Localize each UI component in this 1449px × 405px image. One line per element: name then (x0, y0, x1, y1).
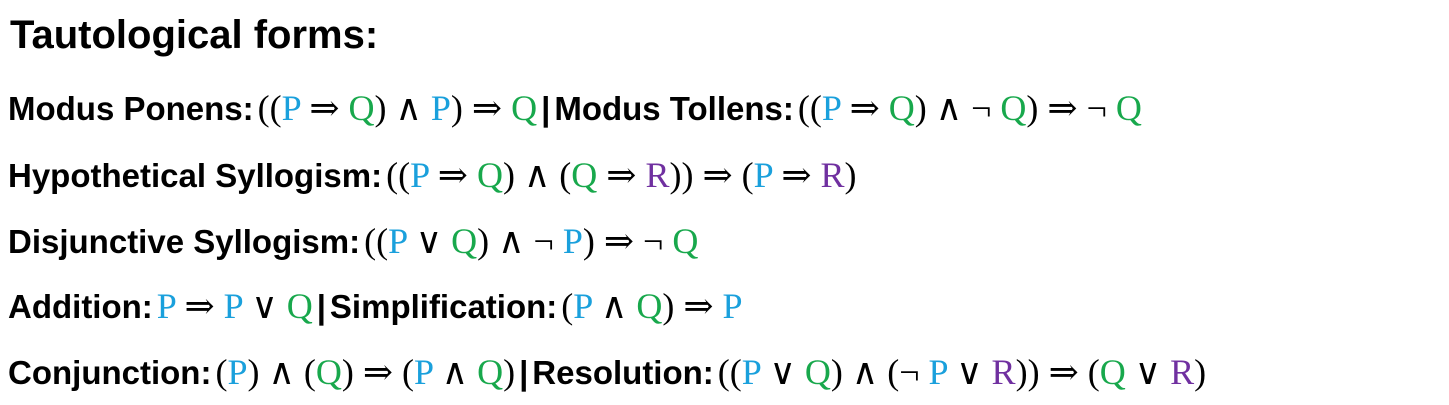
formula-conjunction: (P) ∧ (Q) ⇒ (P ∧ Q) (215, 352, 516, 392)
line-conjunction: Conjunction: (P) ∧ (Q) ⇒ (P ∧ Q) | Resol… (8, 347, 1206, 405)
variable-r: R (991, 352, 1016, 392)
variable-q: Q (571, 155, 598, 195)
variable-q: Q (804, 352, 831, 392)
separator: | (541, 90, 551, 127)
label-simplification: Simplification: (329, 288, 558, 325)
label-modus-tollens: Modus Tollens: (554, 90, 794, 127)
variable-p: P (223, 286, 243, 326)
variable-q: Q (672, 221, 699, 261)
variable-q: Q (1000, 88, 1027, 128)
variable-q: Q (1115, 88, 1142, 128)
line-hypothetical: Hypothetical Syllogism: ((P ⇒ Q) ∧ (Q ⇒ … (8, 150, 857, 208)
variable-q: Q (451, 221, 478, 261)
formula-modus-tollens: ((P ⇒ Q) ∧ ¬ Q) ⇒ ¬ Q (797, 88, 1142, 128)
variable-p: P (388, 221, 407, 261)
variable-p: P (928, 352, 948, 392)
variable-p: P (722, 286, 743, 326)
variable-p: P (410, 155, 429, 195)
variable-p: P (414, 352, 433, 392)
variable-p: P (753, 155, 773, 195)
label-resolution: Resolution: (532, 354, 714, 391)
line-disjunctive: Disjunctive Syllogism: ((P ∨ Q) ∧ ¬ P) ⇒… (8, 216, 698, 274)
variable-r: R (820, 155, 845, 195)
variable-p: P (562, 221, 583, 261)
variable-p: P (821, 88, 841, 128)
formula-hypothetical-syllogism: ((P ⇒ Q) ∧ (Q ⇒ R)) ⇒ (P ⇒ R) (386, 155, 857, 195)
variable-p: P (430, 88, 451, 128)
variable-p: P (227, 352, 248, 392)
variable-q: Q (315, 352, 342, 392)
formula-simplification: (P ∧ Q) ⇒ P (561, 286, 743, 326)
label-disjunctive-syllogism: Disjunctive Syllogism: (8, 223, 361, 260)
formula-modus-ponens: ((P ⇒ Q) ∧ P) ⇒ Q (257, 88, 538, 128)
label-addition: Addition: (8, 288, 153, 325)
formula-resolution: ((P ∨ Q) ∧ (¬ P ∨ R)) ⇒ (Q ∨ R) (717, 352, 1207, 392)
variable-q: Q (286, 286, 313, 326)
variable-p: P (281, 88, 301, 128)
line-modus: Modus Ponens: ((P ⇒ Q) ∧ P) ⇒ Q | Modus … (8, 83, 1142, 141)
variable-q: Q (348, 88, 375, 128)
separator: | (519, 354, 529, 391)
formula-addition: P ⇒ P ∨ Q (156, 286, 313, 326)
variable-r: R (645, 155, 670, 195)
label-conjunction: Conjunction: (8, 354, 212, 391)
label-modus-ponens: Modus Ponens: (8, 90, 254, 127)
separator: | (316, 288, 326, 325)
variable-q: Q (1099, 352, 1126, 392)
variable-q: Q (511, 88, 538, 128)
variable-q: Q (476, 155, 503, 195)
variable-q: Q (636, 286, 663, 326)
slide-title: Tautological forms: (10, 13, 379, 57)
line-addition: Addition: P ⇒ P ∨ Q | Simplification: (P… (8, 281, 743, 339)
variable-r: R (1170, 352, 1195, 392)
variable-p: P (156, 286, 176, 326)
formula-disjunctive-syllogism: ((P ∨ Q) ∧ ¬ P) ⇒ ¬ Q (364, 221, 699, 261)
label-hypothetical-syllogism: Hypothetical Syllogism: (8, 157, 383, 194)
variable-p: P (741, 352, 761, 392)
variable-q: Q (477, 352, 504, 392)
variable-q: Q (888, 88, 915, 128)
variable-p: P (573, 286, 592, 326)
